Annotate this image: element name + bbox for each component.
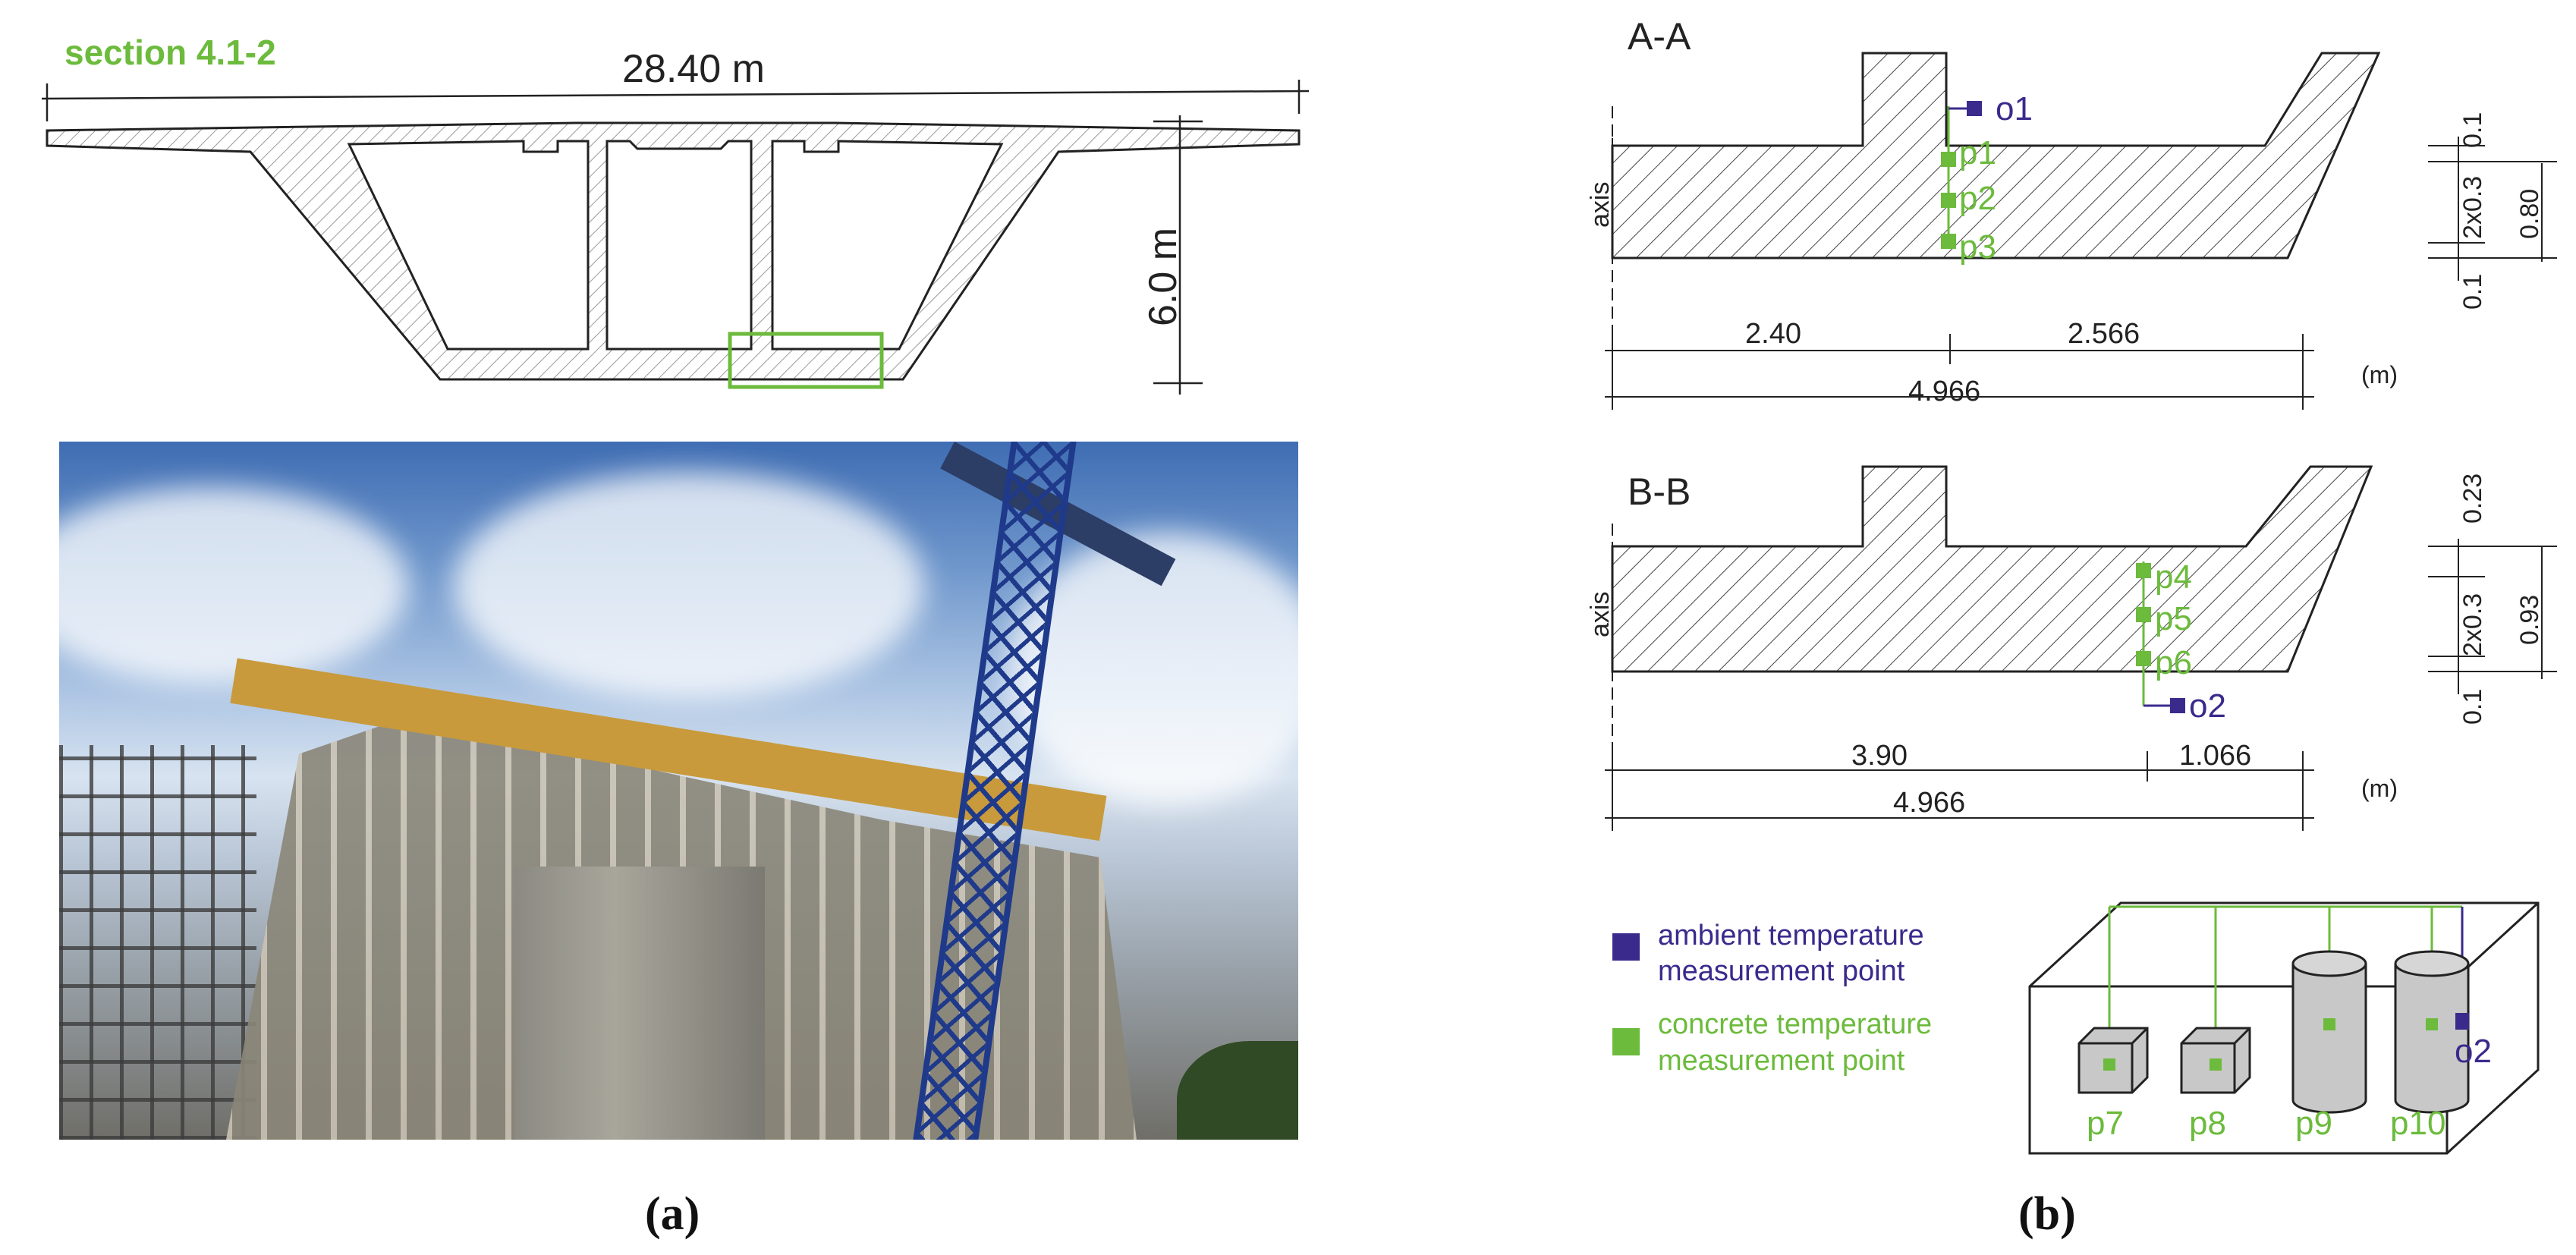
concrete-sensor-p4 <box>2136 563 2151 578</box>
concrete-sensor-p1 <box>1941 152 1956 167</box>
bridge-cross-section-drawing: section 4.1-2 28.40 m 6.0 m <box>41 33 1310 395</box>
specimen-p10-label: p10 <box>2390 1105 2445 1142</box>
point-p2-label: p2 <box>1959 180 1996 217</box>
cylinder-specimen-p9 <box>2291 950 2367 1114</box>
height-label: 6.0 m <box>1141 228 1185 326</box>
section-label: section 4.1-2 <box>64 33 276 72</box>
cloud <box>59 487 408 684</box>
bb-unit: (m) <box>2361 775 2398 802</box>
detail-highlight-box <box>728 332 884 389</box>
aa-dim-left: 2.40 <box>1745 318 1801 350</box>
section-aa-title: A-A <box>1628 15 1691 58</box>
ambient-sensor-o2 <box>2170 698 2185 713</box>
temperature-sensor-layout-drawing: A-A axis o1 p1 p2 p3 0.1 2x0.3 0.80 0.1 <box>1586 15 2557 1240</box>
caption-b: (b) <box>2018 1188 2076 1240</box>
bb-dim-right: 1.066 <box>2179 740 2251 772</box>
concrete-sensor-p6 <box>2136 651 2151 666</box>
cube-specimen-p7 <box>2077 1027 2149 1094</box>
right-cell <box>771 140 1004 351</box>
caption-a-area: (a) <box>645 1188 700 1240</box>
caption-a: (a) <box>645 1188 700 1240</box>
point-p4-label: p4 <box>2155 558 2192 596</box>
section-bb-concrete <box>1611 465 2373 673</box>
bb-dim-total: 0.93 <box>2515 595 2544 645</box>
point-p1-label: p1 <box>1959 134 1996 171</box>
concrete-pier <box>514 867 765 1140</box>
section-bb: B-B axis p4 p5 p6 o2 0.23 2x0.3 0.93 0.1 <box>1586 465 2557 831</box>
ambient-sensor-o1 <box>1967 101 1982 116</box>
legend-concrete-swatch <box>1612 1028 1640 1055</box>
aa-dim-top: 0.1 <box>2458 112 2487 148</box>
specimen-box: p7 p8 p9 p10 o2 <box>2028 901 2540 1155</box>
point-p6-label: p6 <box>2155 644 2192 681</box>
point-o1-label: o1 <box>1996 90 2033 127</box>
point-o2-label: o2 <box>2189 687 2226 725</box>
concrete-sensor-p5 <box>2136 607 2151 622</box>
ambient-sensor-o2-box <box>2455 1013 2469 1030</box>
width-dimension-line <box>41 90 1310 100</box>
bb-dim-top: 0.23 <box>2458 473 2487 524</box>
width-label: 28.40 m <box>622 47 765 91</box>
bb-dim-mid: 2x0.3 <box>2458 593 2487 656</box>
section-bb-axis-label: axis <box>1586 592 1615 637</box>
construction-photo <box>59 442 1298 1140</box>
section-aa: A-A axis o1 p1 p2 p3 0.1 2x0.3 0.80 0.1 <box>1586 15 2557 410</box>
legend: ambient temperature measurement point co… <box>1612 920 1932 1077</box>
bb-dim-left: 3.90 <box>1851 740 1908 772</box>
legend-ambient-swatch <box>1612 933 1640 961</box>
middle-cell <box>605 140 753 351</box>
specimen-p9-label: p9 <box>2295 1105 2332 1142</box>
point-p5-label: p5 <box>2155 600 2192 637</box>
concrete-sensor-p3 <box>1941 234 1956 249</box>
aa-dim-bottom: 0.1 <box>2458 274 2487 310</box>
point-p3-label: p3 <box>1959 228 1996 266</box>
left-cell <box>347 140 590 351</box>
section-aa-axis-label: axis <box>1586 182 1615 228</box>
aa-dim-total: 0.80 <box>2515 189 2544 239</box>
aa-dim-right: 2.566 <box>2068 318 2140 350</box>
aa-dim-full: 4.966 <box>1908 376 1980 407</box>
section-aa-concrete <box>1611 52 2381 259</box>
specimen-p7-label: p7 <box>2087 1105 2124 1142</box>
bb-dim-bottom: 0.1 <box>2458 689 2487 725</box>
legend-ambient-line1: ambient temperature <box>1658 920 1924 951</box>
bb-dim-full: 4.966 <box>1893 787 1965 819</box>
cylinder-specimen-p10 <box>2394 950 2470 1114</box>
aa-dim-mid: 2x0.3 <box>2458 176 2487 239</box>
specimen-o2-label: o2 <box>2455 1033 2492 1070</box>
legend-concrete-line1: concrete temperature <box>1658 1008 1932 1040</box>
legend-ambient-line2: measurement point <box>1658 955 1905 987</box>
trees <box>1177 1041 1298 1140</box>
legend-concrete-line2: measurement point <box>1658 1045 1905 1077</box>
cube-specimen-p8 <box>2180 1027 2251 1094</box>
cloud <box>454 472 924 700</box>
concrete-sensor-p2 <box>1941 193 1956 208</box>
section-bb-title: B-B <box>1628 470 1691 513</box>
aa-unit: (m) <box>2361 361 2398 388</box>
specimen-p8-label: p8 <box>2189 1105 2226 1142</box>
scaffolding <box>59 745 256 1140</box>
